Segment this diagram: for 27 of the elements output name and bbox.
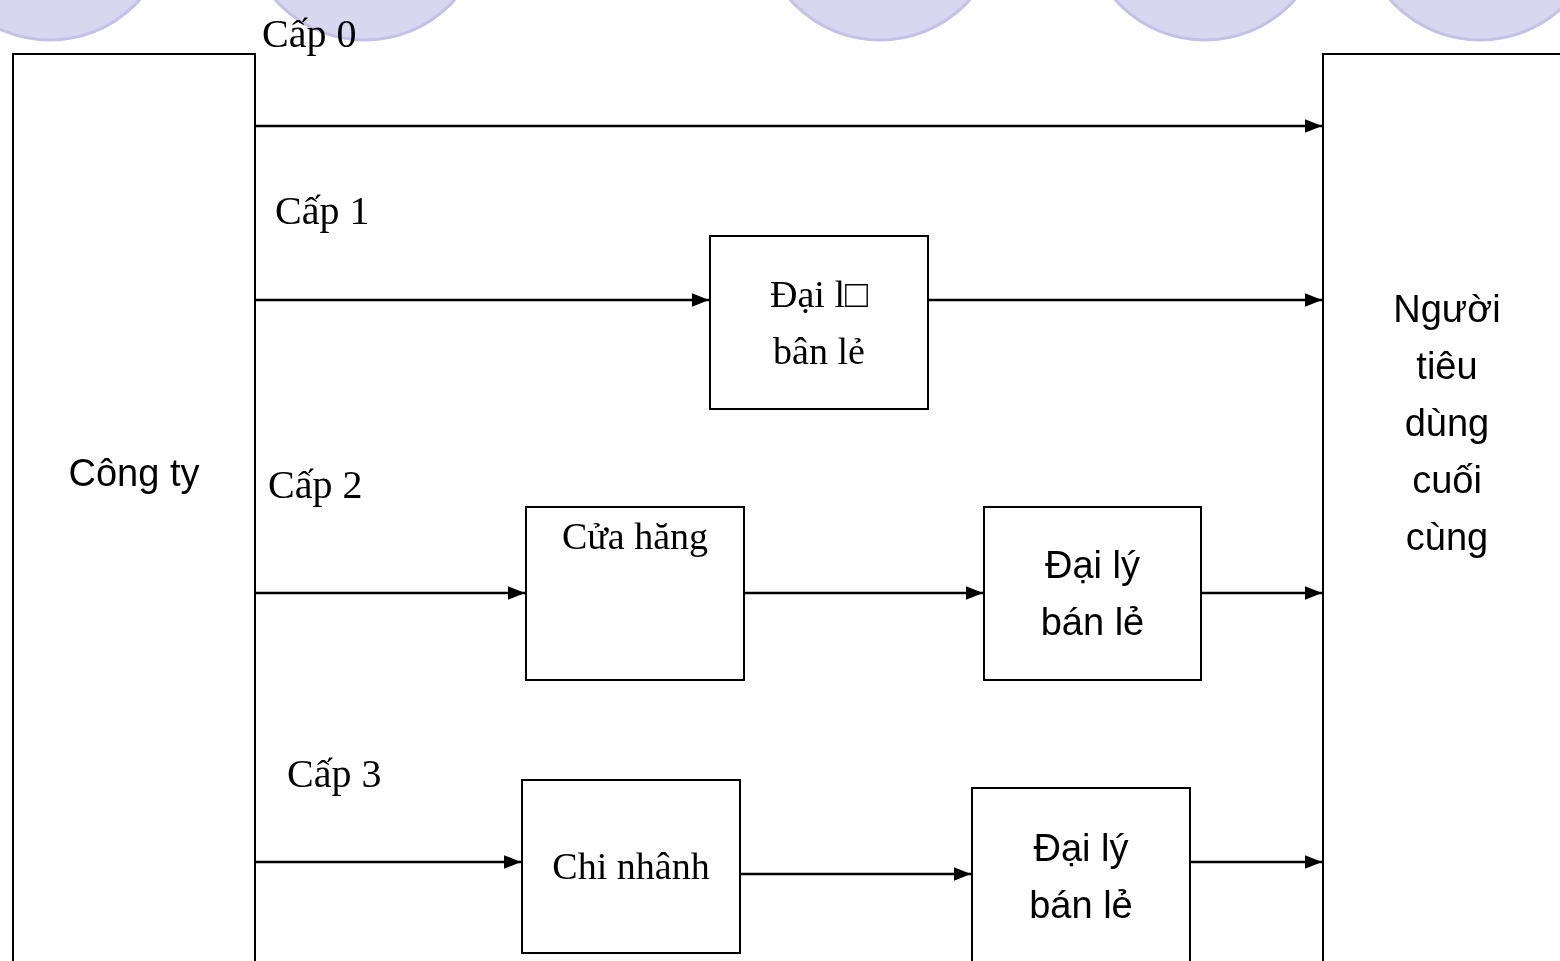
- level-label: Cấp 3: [287, 750, 382, 797]
- process-box: [709, 235, 929, 410]
- box-label: Công ty: [68, 450, 200, 496]
- box-label: Đại lý bán lẻ: [1039, 542, 1146, 645]
- level-label: Cấp 1: [275, 187, 370, 234]
- arrow: [1191, 855, 1322, 869]
- process-box: [1322, 53, 1560, 961]
- arrow: [745, 586, 983, 600]
- level-label: Cấp 0: [262, 10, 357, 57]
- arrow: [256, 293, 709, 307]
- arrow: [1202, 586, 1322, 600]
- box-label: Chi nhânh: [552, 844, 710, 889]
- process-box: [525, 506, 745, 681]
- arrow: [256, 119, 1322, 133]
- arrow: [929, 293, 1322, 307]
- process-box: [12, 53, 256, 961]
- process-box: [521, 779, 741, 954]
- box-label: Người tiêu dùng cuối cùng: [1392, 286, 1502, 560]
- box-label: Cửa hăng: [561, 514, 709, 559]
- process-box: [971, 787, 1191, 961]
- level-label: Cấp 2: [268, 461, 363, 508]
- box-label: Đại lý bán lẻ: [1028, 826, 1134, 928]
- arrow: [741, 867, 971, 881]
- arrow: [256, 855, 521, 869]
- box-label: Đại l□ bân lẻ: [769, 271, 869, 374]
- process-box: [983, 506, 1202, 681]
- arrow: [256, 586, 525, 600]
